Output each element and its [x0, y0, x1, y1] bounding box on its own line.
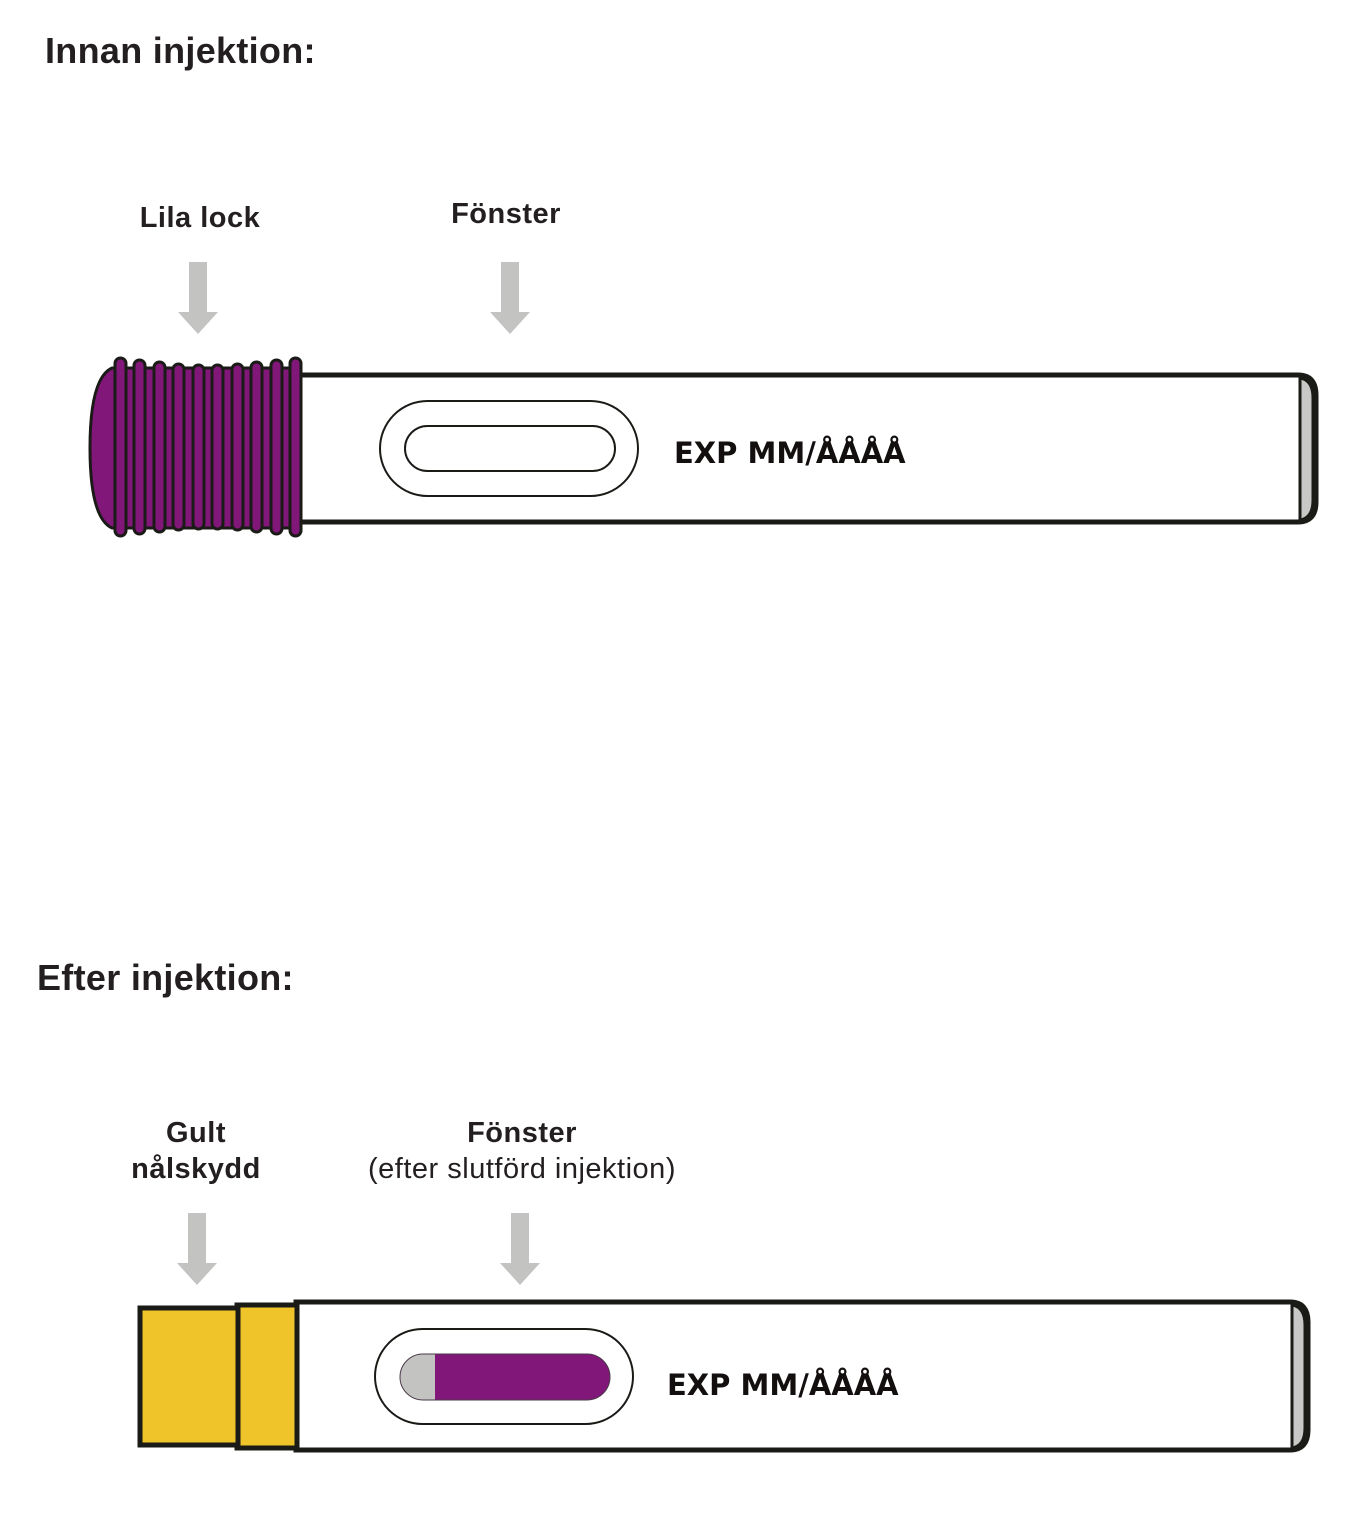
label-yellow-needle-guard: Gult nålskydd	[96, 1115, 296, 1187]
arrow-down-icon	[177, 1213, 217, 1285]
label-window-after: Fönster (efter slutförd injektion)	[322, 1115, 722, 1187]
pen-end-cap	[1298, 376, 1315, 522]
yellow-needle-guard-inner	[234, 1302, 300, 1451]
label-purple-cap: Lila lock	[139, 202, 261, 234]
expiry-label: EXP MM/ÅÅÅÅ	[674, 436, 906, 470]
pen-end-cap	[1290, 1303, 1307, 1450]
yellow-needle-guard-outer	[137, 1305, 241, 1448]
pen-before-injection: EXP MM/ÅÅÅÅ	[88, 262, 1319, 538]
inspection-window-fill	[400, 1354, 610, 1400]
label-window-after-title: Fönster	[467, 1117, 577, 1149]
pen-after-injection: EXP MM/ÅÅÅÅ	[137, 1213, 1311, 1453]
arrow-down-icon	[490, 262, 530, 334]
inspection-window-inner	[404, 425, 616, 472]
label-yellow-needle-guard-line2: nålskydd	[131, 1153, 261, 1185]
section-heading-before: Innan injektion:	[45, 30, 316, 71]
purple-cap-ridges	[113, 356, 303, 538]
label-window-before: Fönster	[451, 198, 561, 230]
section-heading-after: Efter injektion:	[37, 957, 294, 998]
arrow-down-icon	[178, 262, 218, 334]
inspection-window-inner	[399, 1353, 611, 1401]
label-window-after-note: (efter slutförd injektion)	[368, 1153, 676, 1185]
arrow-down-icon	[500, 1213, 540, 1285]
expiry-label: EXP MM/ÅÅÅÅ	[667, 1368, 899, 1402]
label-yellow-needle-guard-line1: Gult	[166, 1117, 226, 1149]
